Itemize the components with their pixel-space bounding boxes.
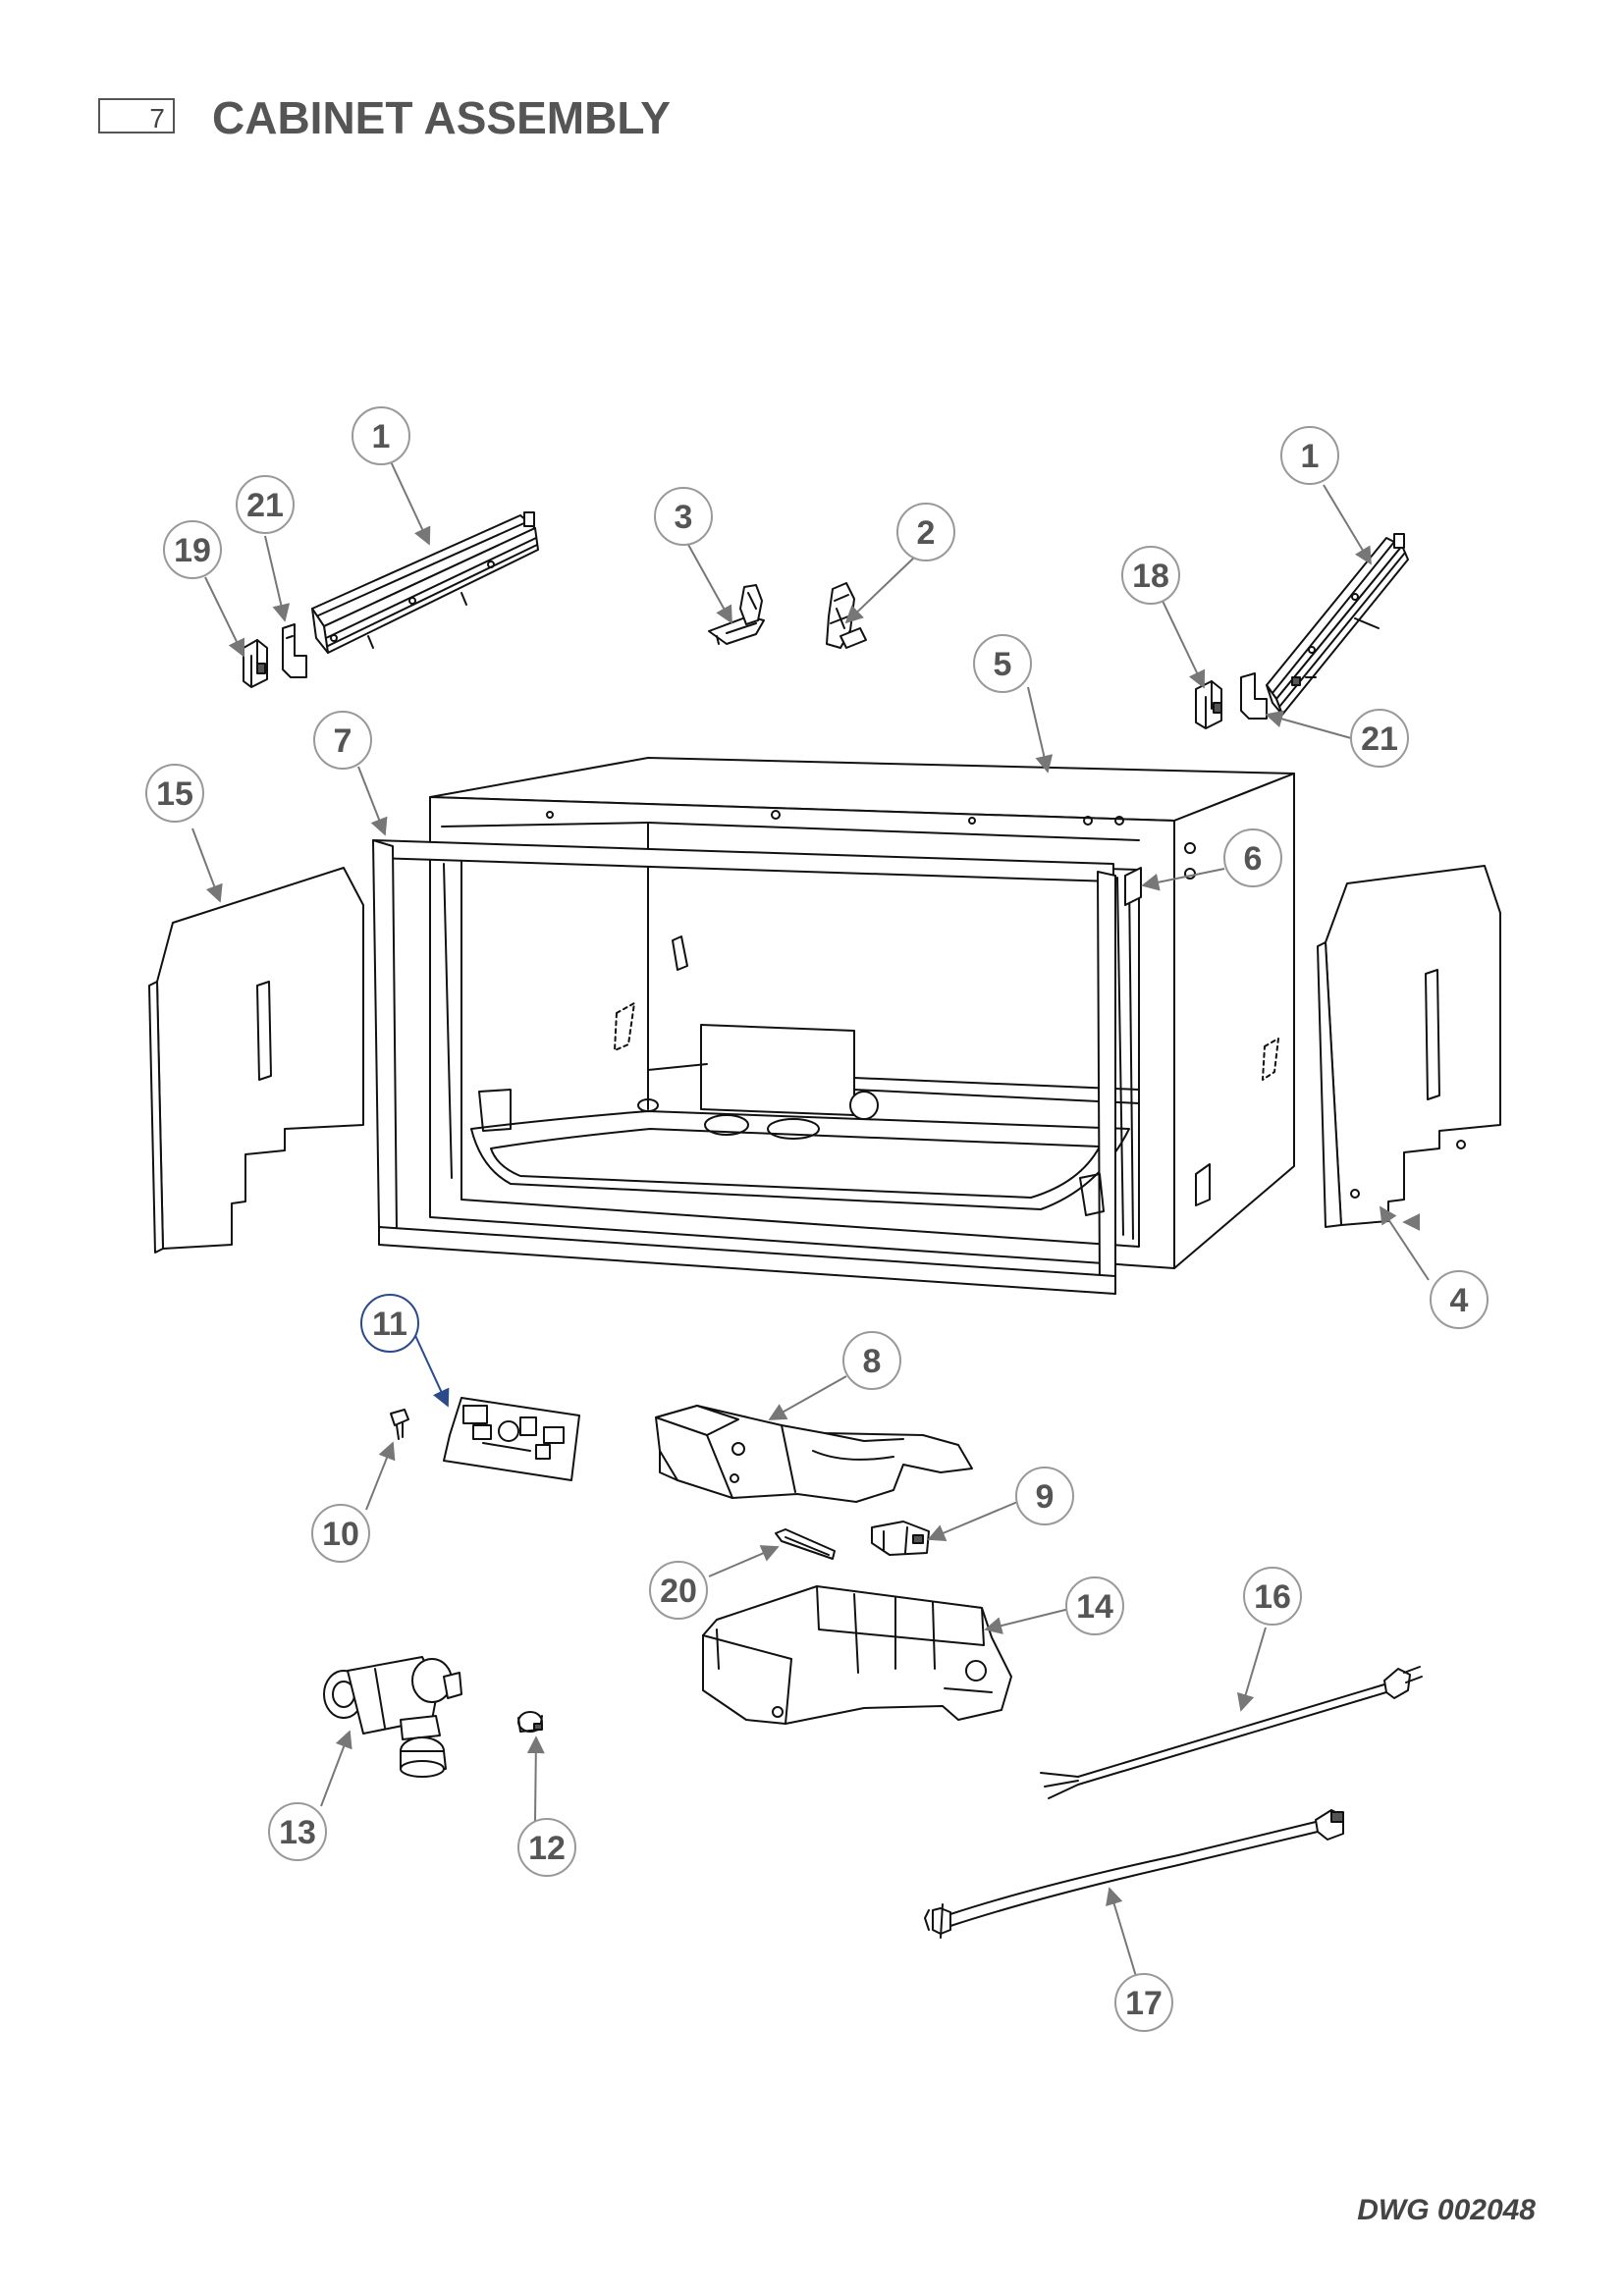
callout-21b: 21 xyxy=(1350,709,1409,768)
section-number: 7 xyxy=(149,103,165,133)
part-21-left-bracket xyxy=(282,623,307,678)
part-6-clip xyxy=(1124,867,1142,906)
callouts: 1 1 2 3 4 5 6 7 8 9 10 11 12 13 14 15 16… xyxy=(145,406,1489,2032)
part-4-right-panel xyxy=(1317,865,1501,1228)
callout-9: 9 xyxy=(1015,1467,1074,1525)
callout-19: 19 xyxy=(163,520,222,579)
callout-2: 2 xyxy=(896,503,955,561)
svg-text:18: 18 xyxy=(1132,558,1169,595)
part-3-hinge xyxy=(708,584,765,645)
part-19-left-endcap xyxy=(243,639,268,688)
svg-text:1: 1 xyxy=(372,418,391,455)
part-17-drain-hose xyxy=(924,1809,1344,1939)
page-title: CABINET ASSEMBLY xyxy=(212,92,671,143)
svg-text:1: 1 xyxy=(1301,438,1320,475)
section-number-box: 7 xyxy=(98,98,175,133)
part-14-base-tray xyxy=(702,1585,1012,1725)
leader-line-11 xyxy=(411,1328,450,1408)
callout-15: 15 xyxy=(145,764,204,823)
part-10-screw xyxy=(390,1409,409,1440)
callout-14: 14 xyxy=(1065,1576,1124,1635)
part-7-door-frame-right xyxy=(1097,871,1116,1295)
callout-13: 13 xyxy=(268,1802,327,1861)
part-5-cabinet xyxy=(372,757,1295,1295)
svg-text:20: 20 xyxy=(660,1573,697,1610)
part-9-bracket xyxy=(871,1521,930,1556)
part-20-strip xyxy=(775,1528,836,1560)
leader-lines xyxy=(191,456,1430,1984)
callout-3: 3 xyxy=(654,487,713,546)
svg-text:3: 3 xyxy=(675,499,693,536)
svg-text:7: 7 xyxy=(334,722,352,760)
part-7-door-frame-left xyxy=(372,839,398,1232)
svg-text:10: 10 xyxy=(322,1516,359,1553)
callout-4: 4 xyxy=(1430,1270,1489,1329)
part-13-inlet-valve xyxy=(323,1656,462,1778)
callout-20: 20 xyxy=(649,1561,708,1620)
svg-text:8: 8 xyxy=(863,1343,882,1380)
callout-1a: 1 xyxy=(352,406,410,465)
callout-5: 5 xyxy=(973,634,1032,693)
callout-12: 12 xyxy=(517,1818,576,1877)
svg-text:6: 6 xyxy=(1244,840,1263,878)
part-15-left-panel xyxy=(148,867,364,1254)
svg-text:19: 19 xyxy=(174,532,211,569)
drawing-number: DWG 002048 xyxy=(1357,2194,1536,2226)
callout-17: 17 xyxy=(1114,1973,1173,2032)
callout-7: 7 xyxy=(313,711,372,770)
svg-text:9: 9 xyxy=(1036,1478,1055,1516)
part-16-power-cord xyxy=(1040,1666,1423,1799)
callout-6: 6 xyxy=(1223,828,1282,887)
part-11-pcb xyxy=(443,1397,580,1481)
svg-text:16: 16 xyxy=(1254,1578,1291,1616)
part-12-clamp xyxy=(517,1711,543,1733)
part-21-right-bracket xyxy=(1240,672,1268,720)
callout-11: 11 xyxy=(360,1294,419,1353)
callout-1b: 1 xyxy=(1280,426,1339,485)
part-8-sump-housing xyxy=(655,1405,973,1503)
part-2-hinge xyxy=(826,582,867,649)
svg-text:14: 14 xyxy=(1076,1588,1113,1626)
callout-18: 18 xyxy=(1121,546,1180,605)
callout-21a: 21 xyxy=(236,475,295,534)
svg-text:21: 21 xyxy=(1361,721,1398,758)
part-18-right-endcap xyxy=(1195,680,1222,729)
part-1-right-rail xyxy=(1266,533,1409,716)
svg-text:15: 15 xyxy=(156,775,193,813)
svg-text:12: 12 xyxy=(528,1830,566,1867)
svg-text:4: 4 xyxy=(1450,1282,1469,1319)
svg-text:21: 21 xyxy=(246,487,284,524)
svg-text:17: 17 xyxy=(1125,1985,1163,2022)
part-1-left-rail xyxy=(311,511,539,654)
callout-10: 10 xyxy=(311,1504,370,1563)
callout-8: 8 xyxy=(842,1331,901,1390)
part-7-door-frame-bottom xyxy=(378,1226,1116,1295)
callout-16: 16 xyxy=(1243,1567,1302,1626)
svg-text:13: 13 xyxy=(279,1814,316,1851)
svg-text:5: 5 xyxy=(994,646,1012,683)
svg-text:11: 11 xyxy=(372,1306,407,1343)
svg-text:2: 2 xyxy=(917,514,936,552)
